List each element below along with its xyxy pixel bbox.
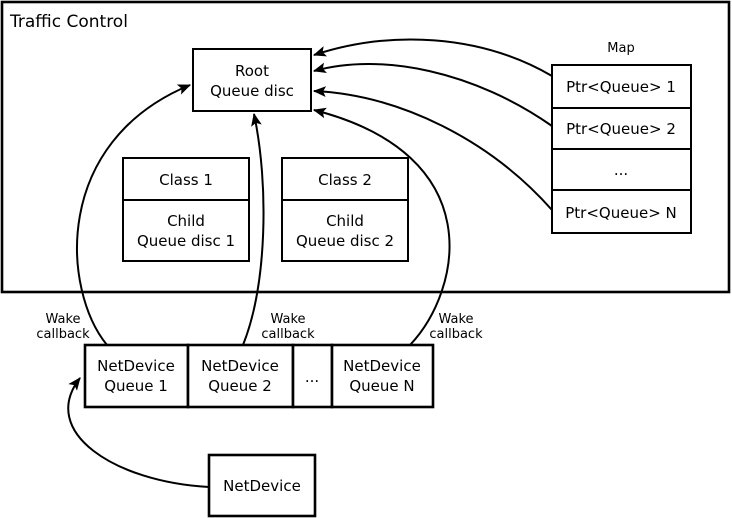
netdevice-queueN-label-line1: NetDevice — [343, 357, 421, 375]
netdevice-queue1-label-line2: Queue 1 — [104, 377, 168, 395]
netdevice-box — [207, 453, 317, 518]
wake-callback-label-2: Wake callback — [261, 312, 315, 342]
wake-callback-2-line2: callback — [261, 327, 315, 342]
wake-callback-1-line1: Wake — [45, 312, 80, 327]
netdevice-queue2-label-line1: NetDevice — [201, 357, 279, 375]
arrow-wake-queue1-to-root — [76, 84, 192, 346]
map-cell2-box — [551, 107, 692, 150]
netdevice-queue1-label-line1: NetDevice — [97, 357, 175, 375]
map-cell-dots-box — [551, 148, 692, 191]
root-queue-disc-label-line1: Root — [235, 62, 269, 80]
arrow-map-cell1-to-root — [312, 38, 553, 77]
map-cell2-label: Ptr<Queue> 2 — [566, 120, 676, 138]
map-title: Map — [607, 41, 634, 56]
map-cell-dots-label: ... — [614, 161, 628, 179]
netdevice-queue1-box — [83, 343, 190, 409]
arrow-netdevice-to-queue1 — [67, 377, 210, 488]
netdevice-queueN-box — [330, 343, 435, 409]
netdevice-node: NetDevice — [207, 453, 317, 518]
netdevice-queue2-box — [186, 343, 295, 409]
arrow-map-cell2-to-root — [312, 62, 553, 127]
map-cellN-box — [551, 189, 692, 234]
wake-callback-3-line2: callback — [429, 327, 483, 342]
root-queue-disc-node: Root Queue disc — [192, 48, 312, 112]
netdevice-label: NetDevice — [223, 477, 301, 495]
netdevice-queue-dots-label: ... — [305, 368, 319, 386]
class2-child-box — [281, 199, 409, 262]
class2-node: Class 2 Child Queue disc 2 — [281, 157, 409, 262]
root-queue-disc-box — [192, 48, 312, 112]
arrows — [67, 38, 553, 488]
class2-child-label-line1: Child — [326, 212, 364, 230]
class2-child-label-line2: Queue disc 2 — [296, 232, 394, 250]
class1-child-label-line2: Queue disc 1 — [137, 232, 235, 250]
wake-callback-3-line1: Wake — [438, 312, 473, 327]
class2-header-label: Class 2 — [318, 171, 372, 189]
netdevice-queue2-label-line2: Queue 2 — [208, 377, 272, 395]
class1-child-box — [122, 199, 250, 262]
class1-header-label: Class 1 — [159, 171, 213, 189]
class2-header-box — [281, 157, 409, 201]
netdevice-queue-row: NetDevice Queue 1 NetDevice Queue 2 ... … — [83, 343, 435, 409]
root-queue-disc-label-line2: Queue disc — [210, 82, 294, 100]
wake-callback-label-1: Wake callback — [36, 312, 90, 342]
arrow-wake-queueN-to-root — [312, 107, 451, 346]
traffic-control-frame — [0, 0, 731, 294]
diagram-title: Traffic Control — [9, 12, 128, 32]
wake-callback-2-line1: Wake — [270, 312, 305, 327]
map-node: Map Ptr<Queue> 1 Ptr<Queue> 2 ... Ptr<Qu… — [551, 41, 692, 234]
arrow-wake-queue2-to-root — [242, 112, 265, 346]
map-cellN-label: Ptr<Queue> N — [565, 204, 677, 222]
class1-child-label-line1: Child — [167, 212, 205, 230]
map-cell1-label: Ptr<Queue> 1 — [566, 78, 676, 96]
netdevice-queueN-label-line2: Queue N — [349, 377, 414, 395]
arrow-map-cellN-to-root — [312, 86, 553, 211]
wake-callback-1-line2: callback — [36, 327, 90, 342]
wake-callback-label-3: Wake callback — [429, 312, 483, 342]
class1-node: Class 1 Child Queue disc 1 — [122, 157, 250, 262]
